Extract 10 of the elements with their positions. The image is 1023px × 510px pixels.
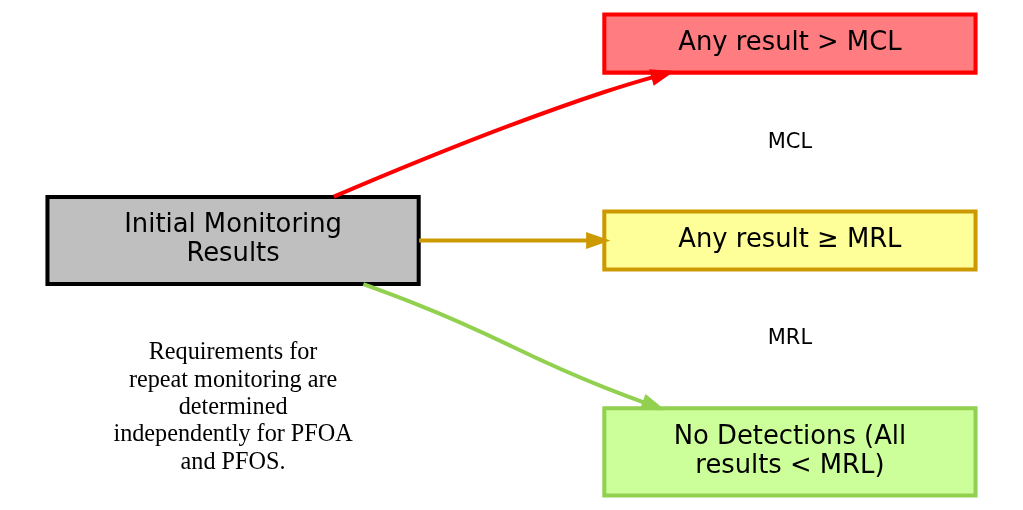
arrow — [419, 231, 611, 249]
arrow — [362, 282, 666, 411]
node-box: Any result > MCL — [602, 12, 978, 75]
label: MRL — [767, 325, 813, 350]
node-box: Initial Monitoring Results — [45, 194, 421, 287]
node-box: No Detections (All results < MRL) — [602, 406, 978, 498]
node-box: Any result ≥ MRL — [602, 209, 978, 272]
node-label: Requirements for repeat monitoring are determined independently for PFOA and PFOS. — [113, 337, 353, 474]
arrow — [333, 69, 675, 199]
label: MCL — [767, 128, 813, 153]
